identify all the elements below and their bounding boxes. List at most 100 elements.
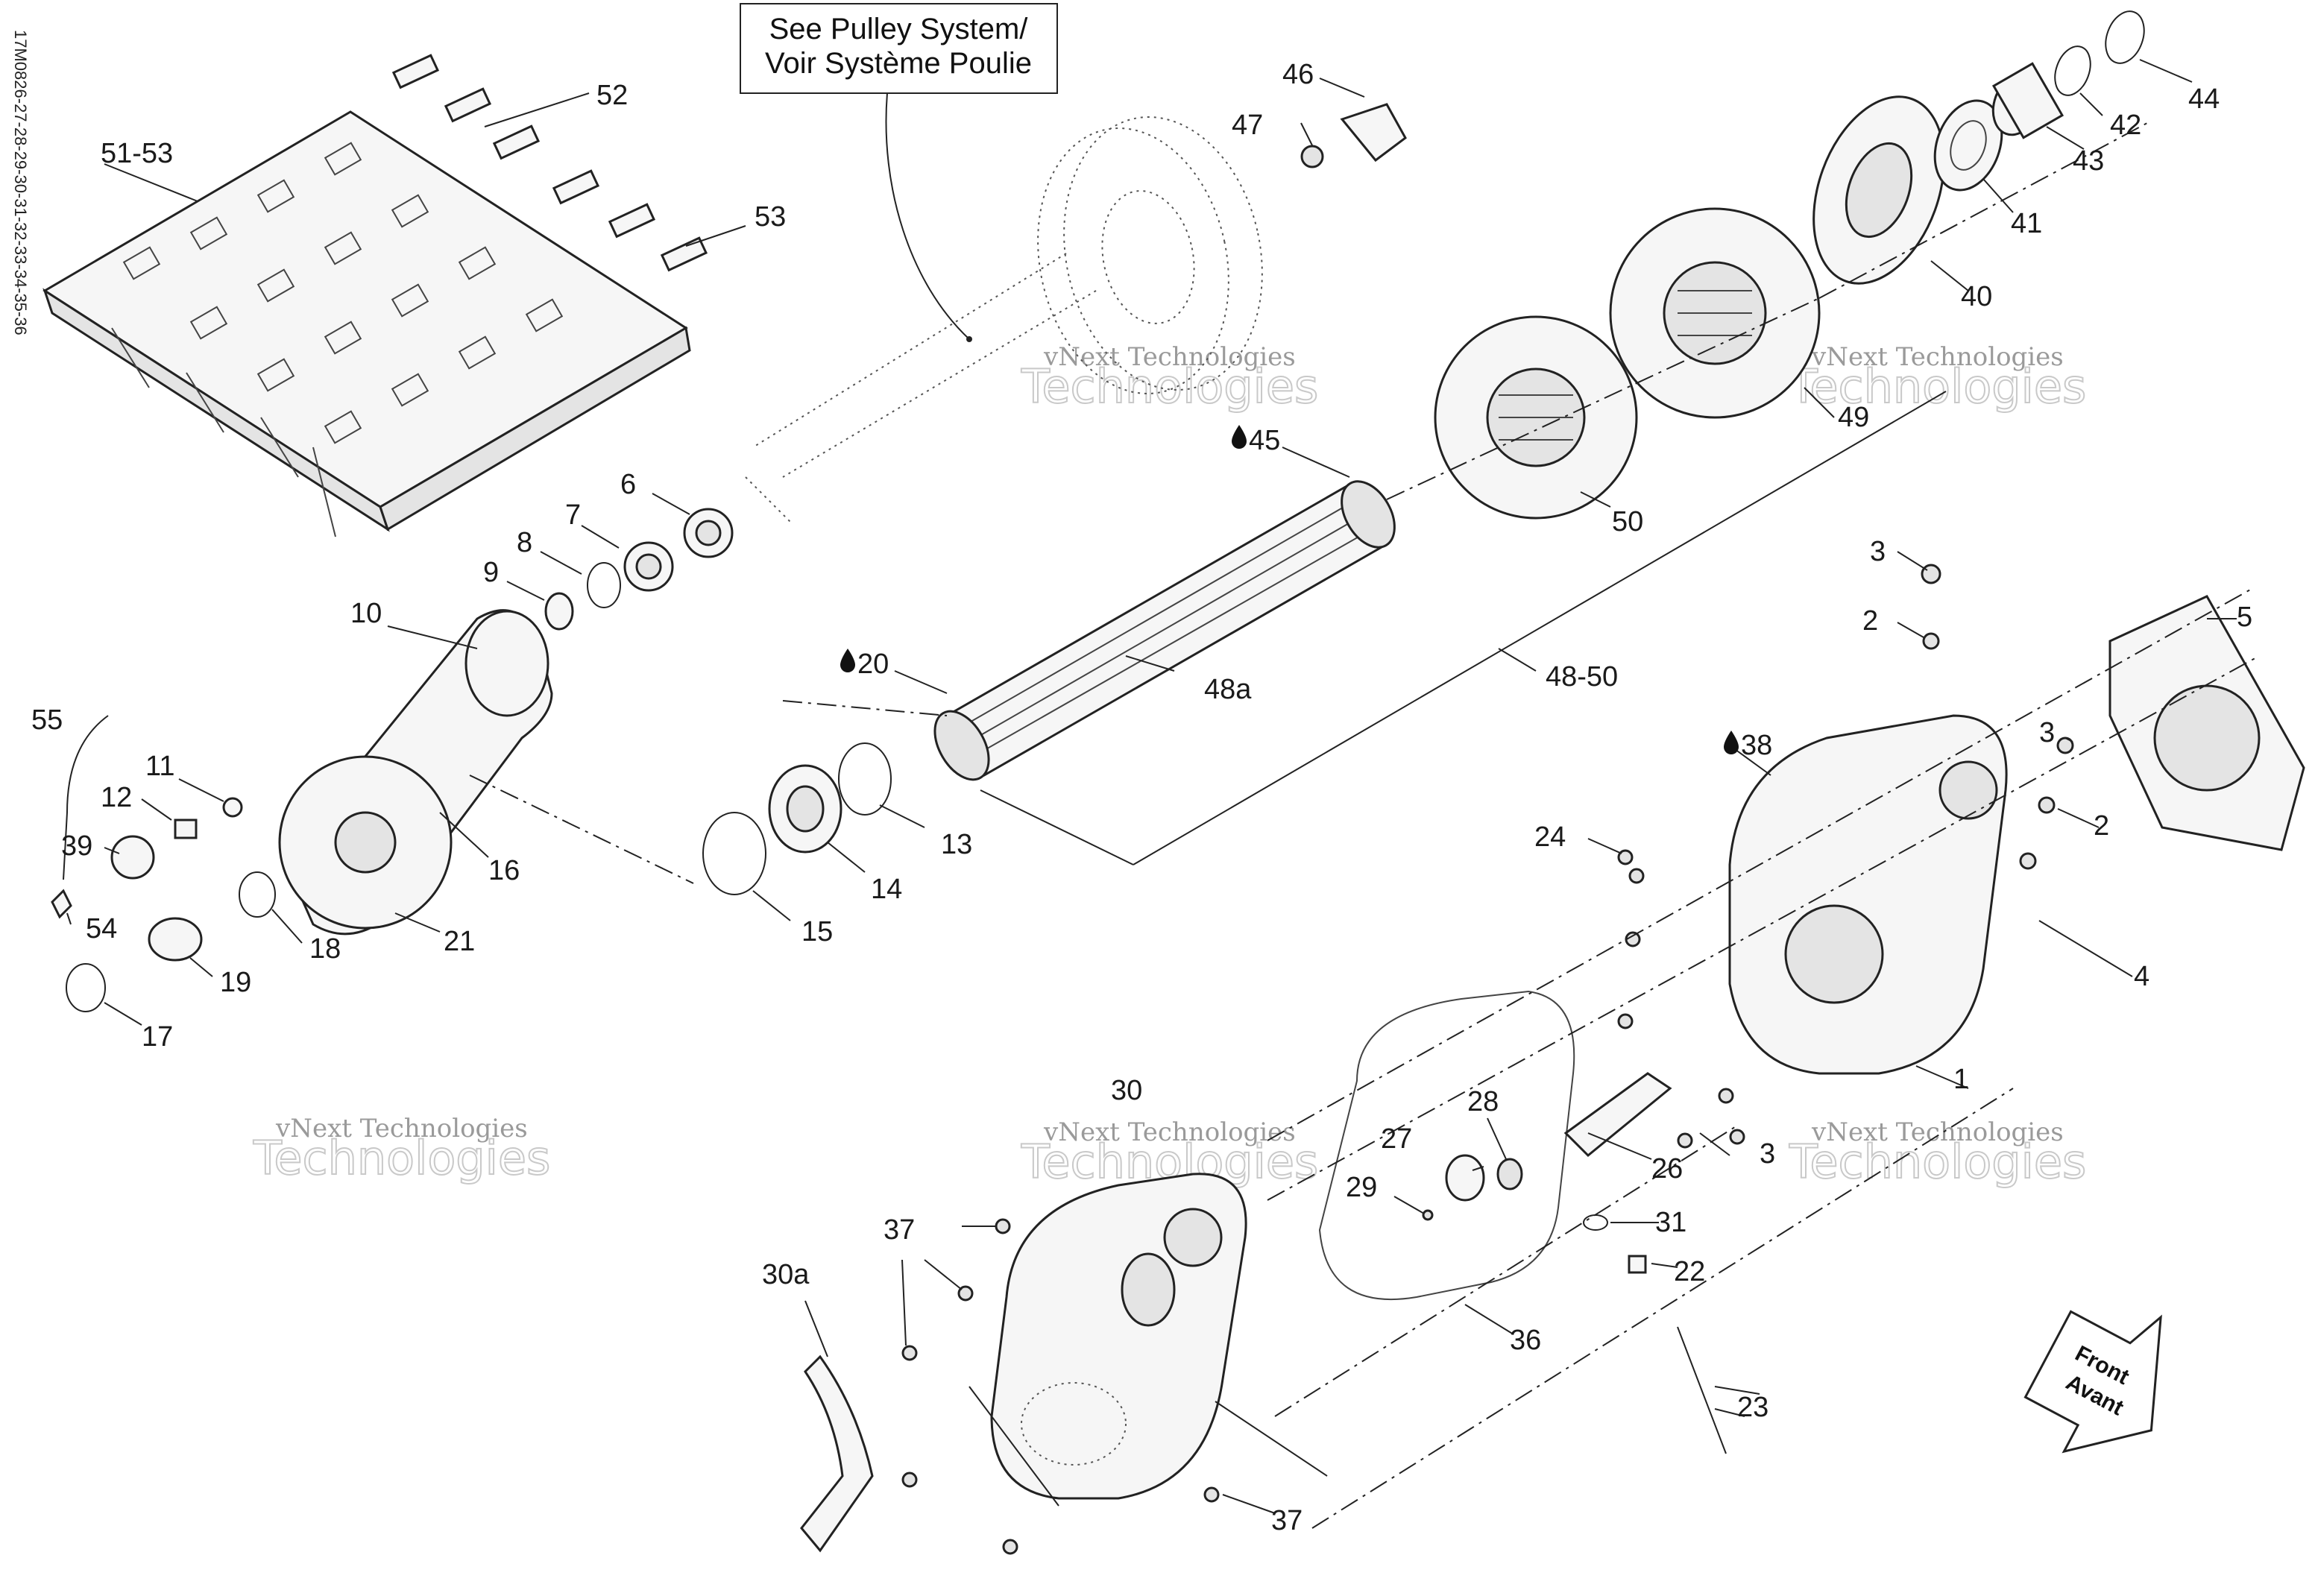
label-54: 54 xyxy=(86,913,117,944)
label-3-right: 3 xyxy=(2039,717,2055,748)
pulley-phantom xyxy=(745,116,1263,523)
bearing-6-bore xyxy=(695,520,722,546)
bearing-7-bore xyxy=(635,553,662,580)
sprocket-10 xyxy=(464,610,549,717)
label-55: 55 xyxy=(31,704,63,736)
washer-31 xyxy=(1583,1214,1608,1231)
cover-upper-port xyxy=(1163,1208,1223,1267)
label-49: 49 xyxy=(1838,402,1869,433)
watermark-small: vNext Technologies xyxy=(1043,1117,1296,1147)
label-36: 36 xyxy=(1510,1325,1541,1356)
label-22: 22 xyxy=(1674,1256,1705,1287)
bearing-19 xyxy=(148,917,203,962)
label-48-50: 48-50 xyxy=(1546,661,1618,693)
seal-13 xyxy=(838,742,892,816)
label-40: 40 xyxy=(1961,281,1992,312)
label-46: 46 xyxy=(1282,59,1314,90)
callout-line-2: Voir Système Poulie xyxy=(765,47,1032,80)
shaft-splines xyxy=(961,499,1373,757)
drive-shaft-body xyxy=(945,482,1389,778)
label-1: 1 xyxy=(1953,1064,1969,1095)
label-12: 12 xyxy=(101,782,132,813)
label-9: 9 xyxy=(483,557,499,588)
drive-shaft-part xyxy=(933,480,1396,781)
o-ring-18 xyxy=(239,871,276,918)
callout-leader xyxy=(885,92,970,340)
sprocket-49 xyxy=(1609,207,1821,419)
tensioner-arm-26 xyxy=(1563,1072,1672,1158)
label-38: 38 xyxy=(1741,730,1772,761)
tensioner-29 xyxy=(1422,1209,1434,1221)
mount-plate-5 xyxy=(2108,595,2305,851)
part-46 xyxy=(1340,103,1407,163)
lever-30a xyxy=(800,1354,874,1553)
chaincase-cover-30 xyxy=(990,1173,1247,1500)
cover-middle-port xyxy=(1121,1252,1176,1327)
bearing-housing-40 xyxy=(1812,95,1945,285)
label-13: 13 xyxy=(941,829,972,860)
label-15: 15 xyxy=(801,916,833,947)
label-30: 30 xyxy=(1111,1075,1142,1106)
loose-clips xyxy=(391,54,708,272)
label-27: 27 xyxy=(1381,1123,1412,1155)
spacer-22 xyxy=(1628,1255,1647,1274)
label-30a: 30a xyxy=(762,1259,810,1290)
track-slider-part xyxy=(42,54,708,537)
leader-lines xyxy=(66,59,2260,1529)
label-50: 50 xyxy=(1612,506,1643,537)
label-29: 29 xyxy=(1346,1172,1377,1203)
label-43: 43 xyxy=(2073,145,2104,177)
front-direction-arrow: Front Avant xyxy=(2023,1310,2162,1454)
fitting-54 xyxy=(51,889,72,919)
bearing-14-bore xyxy=(786,785,825,833)
watermark-large: Technologies xyxy=(253,1131,550,1185)
label-21: 21 xyxy=(444,926,475,957)
circlip-17 xyxy=(66,963,106,1012)
label-14: 14 xyxy=(871,874,902,905)
label-11: 11 xyxy=(145,751,174,782)
label-41: 41 xyxy=(2011,208,2042,239)
watermark-small: vNext Technologies xyxy=(1811,342,2064,372)
track-lugs xyxy=(111,327,336,537)
label-16: 16 xyxy=(488,855,520,886)
label-18: 18 xyxy=(309,933,341,965)
label-48a: 48a xyxy=(1204,674,1252,705)
hose-55 xyxy=(63,715,109,880)
rod-23 xyxy=(1677,1326,1727,1454)
label-2-top: 2 xyxy=(1862,605,1878,637)
label-51-53: 51-53 xyxy=(101,138,173,169)
oil-drop-icon xyxy=(1232,425,1247,449)
spacer-9 xyxy=(544,592,574,631)
ring-42 xyxy=(2054,45,2091,96)
label-52: 52 xyxy=(596,80,628,111)
label-10: 10 xyxy=(350,598,382,629)
tensioner-28 xyxy=(1496,1158,1523,1190)
shaft-end-left xyxy=(933,710,990,781)
sleeve-43 xyxy=(1991,62,2064,139)
label-23: 23 xyxy=(1737,1392,1768,1423)
label-37-bottom: 37 xyxy=(1271,1505,1303,1536)
sprocket-50 xyxy=(1434,315,1638,520)
circlip-44 xyxy=(2105,10,2145,64)
cap-39 xyxy=(110,835,155,880)
label-53: 53 xyxy=(755,201,786,233)
track-plate-edge xyxy=(379,326,691,532)
shaft-end-right xyxy=(1341,480,1396,549)
label-3-top: 3 xyxy=(1870,536,1886,567)
label-39: 39 xyxy=(61,830,92,862)
circlip-15 xyxy=(702,812,766,895)
bolt-12 xyxy=(174,818,198,839)
cover-lower-window xyxy=(1021,1382,1127,1466)
ring-8 xyxy=(587,562,621,608)
label-5: 5 xyxy=(2237,602,2252,633)
label-26: 26 xyxy=(1651,1153,1683,1185)
nut-47 xyxy=(1300,145,1324,168)
tensioner-27 xyxy=(1445,1154,1485,1202)
chain-gear-assembly xyxy=(278,609,553,936)
label-7: 7 xyxy=(565,499,581,531)
pulley-shaft-phantom xyxy=(745,253,1097,523)
callout-leader-dot xyxy=(966,336,972,342)
washer-11 xyxy=(222,797,243,818)
label-4: 4 xyxy=(2134,961,2149,992)
